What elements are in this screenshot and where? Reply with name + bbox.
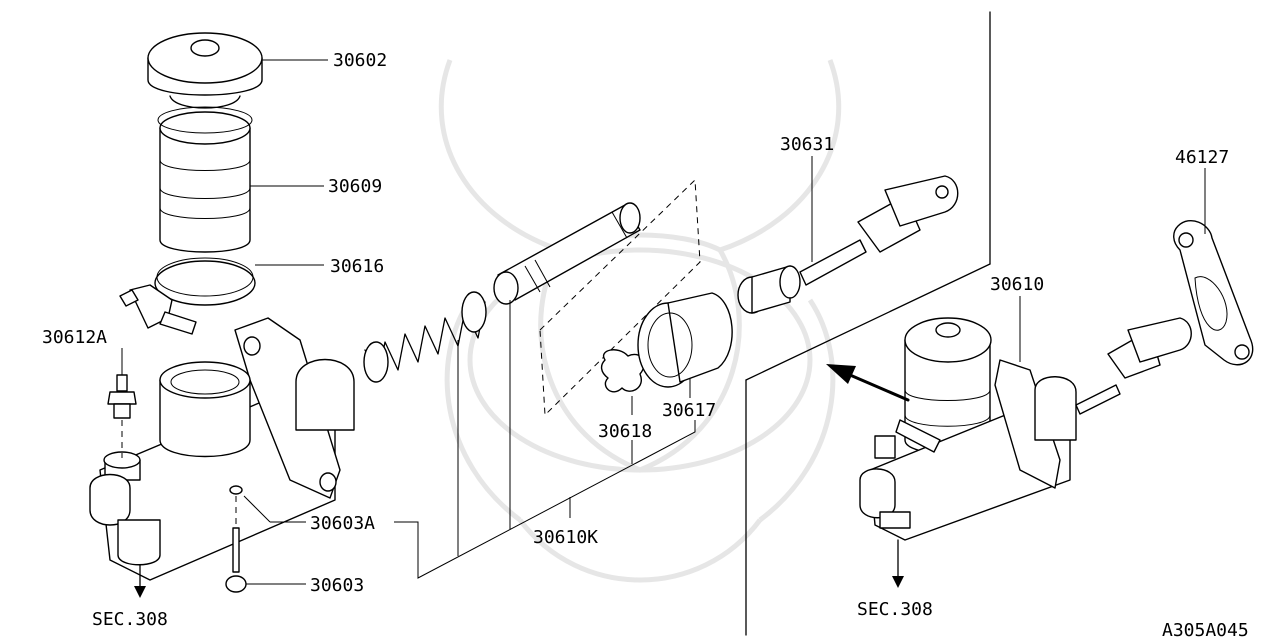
reservoir-tank <box>157 106 253 253</box>
arrow-sec-left <box>134 564 146 598</box>
piston <box>493 202 641 305</box>
reservoir-cap <box>147 32 263 109</box>
label-30631: 30631 <box>780 134 834 155</box>
label-46127: 46127 <box>1175 147 1229 168</box>
return-spring <box>363 291 487 383</box>
dashed-kit-box <box>539 178 701 417</box>
assembly-arrow <box>826 364 910 402</box>
label-30603: 30603 <box>310 575 364 596</box>
watermark-emblem <box>438 59 842 583</box>
section-ref-right: SEC.308 <box>857 599 933 620</box>
label-30617: 30617 <box>662 400 716 421</box>
hose-clamp <box>119 257 256 335</box>
dust-boot <box>637 292 733 388</box>
push-rod-assembly <box>737 175 959 314</box>
label-30610K: 30610K <box>533 527 598 548</box>
master-cylinder-assembly-right <box>859 317 1192 541</box>
label-30618: 30618 <box>598 421 652 442</box>
label-30603A: 30603A <box>310 513 375 534</box>
part-labels: 30602 30609 30616 30612A 30603A 30603 30… <box>42 50 1249 638</box>
label-30612A: 30612A <box>42 327 107 348</box>
section-ref-left: SEC.308 <box>92 609 168 630</box>
figure-code: A305A045 <box>1162 620 1249 638</box>
retainer-clip <box>600 349 645 393</box>
panel-separator <box>745 11 991 636</box>
gasket <box>1173 220 1254 366</box>
leader-lines <box>121 59 1206 585</box>
pin-and-washer <box>225 485 247 593</box>
label-30602: 30602 <box>333 50 387 71</box>
label-30610: 30610 <box>990 274 1044 295</box>
arrow-sec-right <box>892 539 904 588</box>
bleeder-screw <box>107 374 137 458</box>
label-30616: 30616 <box>330 256 384 277</box>
master-cylinder-body-left <box>89 317 355 581</box>
label-30609: 30609 <box>328 176 382 197</box>
